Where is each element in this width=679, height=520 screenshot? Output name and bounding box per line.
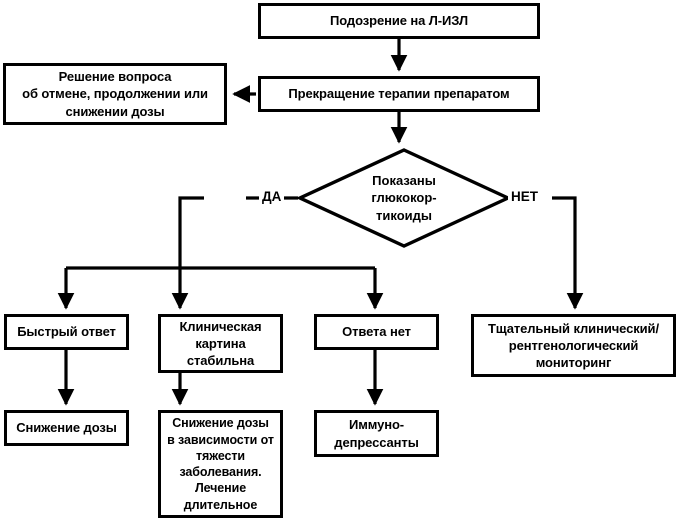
node-monitoring[interactable]: Тщательный клинический/ рентгенологическ… — [471, 314, 676, 377]
edge-no-to-monitoring — [552, 196, 584, 310]
node-dose-reduction[interactable]: Снижение дозы — [4, 410, 129, 446]
node-glucocorticoids[interactable]: Показаны глюкокор- тикоиды — [298, 148, 510, 248]
node-glucocorticoids-label: Показаны глюкокор- тикоиды — [371, 172, 437, 223]
node-decision-question[interactable]: Решение вопроса об отмене, продолжении и… — [3, 63, 227, 125]
node-suspicion[interactable]: Подозрение на Л-ИЗЛ — [258, 3, 540, 39]
node-dose-reduction-long[interactable]: Снижение дозы в зависимости от тяжести з… — [158, 410, 283, 518]
node-stop-therapy[interactable]: Прекращение терапии препаратом — [258, 76, 540, 112]
branch-label-yes: ДА — [259, 190, 285, 204]
branch-label-no: НЕТ — [508, 190, 541, 204]
diamond-shape — [298, 148, 510, 248]
node-fast-response[interactable]: Быстрый ответ — [4, 314, 129, 350]
node-clinical-stable[interactable]: Клиническая картина стабильна — [158, 314, 283, 373]
node-no-response[interactable]: Ответа нет — [314, 314, 439, 350]
node-immunosuppressants[interactable]: Иммуно- депрессанты — [314, 410, 439, 457]
edge-yes-down — [178, 196, 204, 268]
